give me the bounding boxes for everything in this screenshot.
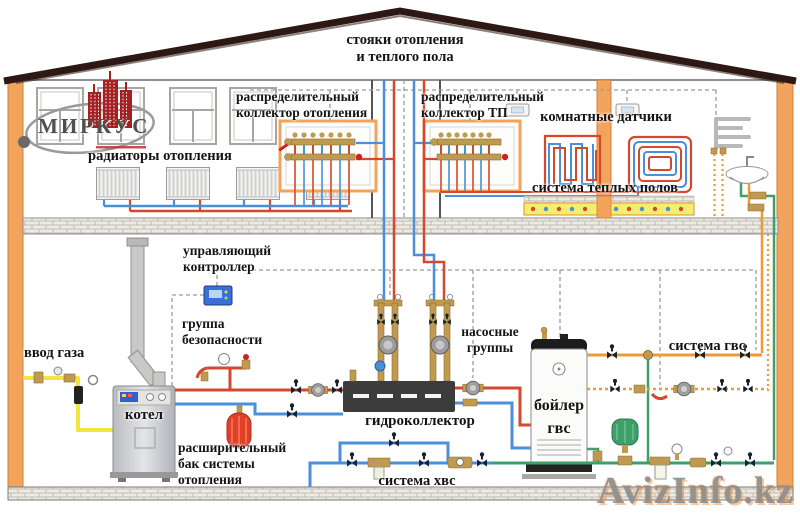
label-cold-water-system: система хвс — [378, 473, 456, 489]
radiator — [165, 166, 211, 201]
expansion-tank — [226, 405, 252, 449]
towel-warmer — [710, 117, 751, 155]
warm-floor-screed — [523, 195, 695, 219]
dhw-expansion-tank — [611, 418, 639, 466]
heating-supply-pipe — [175, 379, 343, 397]
floor-collector-box — [414, 119, 639, 197]
pump-group-2 — [425, 293, 455, 382]
control-wires — [171, 80, 757, 386]
label-pump-groups: насосные группы — [461, 324, 519, 355]
label-safety-group: группа безопасности — [182, 316, 263, 347]
label-floor-collector: распределительный коллектор ТП — [421, 89, 544, 120]
heating-manifold-drops — [294, 160, 350, 205]
mid-floor-slab — [22, 217, 779, 235]
chimney — [126, 237, 166, 389]
dhw-pipe — [587, 344, 762, 463]
strainer-filter-icon — [367, 457, 391, 480]
floor-heating-spiral — [627, 135, 693, 194]
heating-manifold — [278, 132, 363, 161]
radiator — [235, 166, 281, 201]
radiator-circuit-pipes — [102, 200, 352, 213]
mirkus-logo-text: МИРКУС — [38, 114, 151, 138]
label-boiler: котел — [124, 407, 164, 423]
watermark: AvizInfo.kz — [596, 470, 794, 512]
logo-buildings-icon — [88, 71, 132, 128]
heating-collector-box — [278, 119, 394, 205]
sink — [725, 156, 769, 185]
pump-group-1 — [373, 293, 403, 382]
dhw-boiler-loop-pipes — [455, 380, 533, 450]
right-wall — [776, 77, 794, 501]
label-dhw-boiler: бойлер гвс — [534, 397, 584, 438]
gas-filter-icon — [74, 386, 83, 404]
water-filter — [649, 456, 671, 480]
label-dhw-system: система гвс — [668, 338, 746, 354]
label-hydrocollector: гидроколлектор — [365, 413, 475, 429]
floor-manifold — [430, 132, 509, 161]
boiler-unit — [110, 385, 178, 482]
cold-water-inlet — [308, 432, 492, 487]
house-structure — [3, 7, 797, 501]
label-controller: управляющий контроллер — [183, 243, 272, 274]
recirculation-pump-icon — [673, 381, 695, 397]
dhw-boiler-unit — [522, 326, 596, 479]
label-radiators: радиаторы отопления — [88, 148, 232, 164]
radiator — [95, 166, 141, 201]
label-risers: стояки отопления и теплого пола — [346, 32, 464, 66]
mirkus-logo-icon — [18, 71, 155, 155]
gas-gauge-icon — [53, 366, 63, 376]
gas-line — [23, 366, 113, 432]
bathroom-pipes — [713, 154, 776, 460]
window — [169, 87, 217, 145]
heating-return-pipe — [175, 402, 343, 418]
label-gas-inlet: ввод газа — [24, 345, 85, 361]
label-heating-collector: распределительный коллектор отопления — [236, 89, 368, 120]
floor-manifold-drops — [440, 160, 639, 197]
cold-water-pipe — [492, 418, 774, 480]
pressure-gauge-icon — [218, 353, 230, 365]
label-expansion-tank: расширительный бак системы отопления — [178, 440, 287, 487]
gas-valve-icon — [33, 371, 44, 384]
hydrocollector-bar — [343, 369, 455, 412]
label-room-sensors: комнатные датчики — [540, 109, 672, 125]
boiler-knob — [158, 393, 166, 401]
label-floor-system: система теплых полов — [532, 180, 678, 196]
pressure-gauge-icon — [671, 443, 683, 455]
boiler-knob — [146, 393, 154, 401]
recirculation-pipe — [587, 378, 768, 401]
ground-slab — [7, 486, 794, 501]
water-meter-icon — [447, 456, 473, 469]
controller-device — [203, 285, 233, 306]
floor-heating-serpentine — [543, 134, 602, 190]
safety-group-device — [195, 353, 251, 390]
risers — [382, 80, 446, 300]
pressure-reducer-icon — [689, 457, 707, 468]
roof-line — [3, 7, 797, 85]
